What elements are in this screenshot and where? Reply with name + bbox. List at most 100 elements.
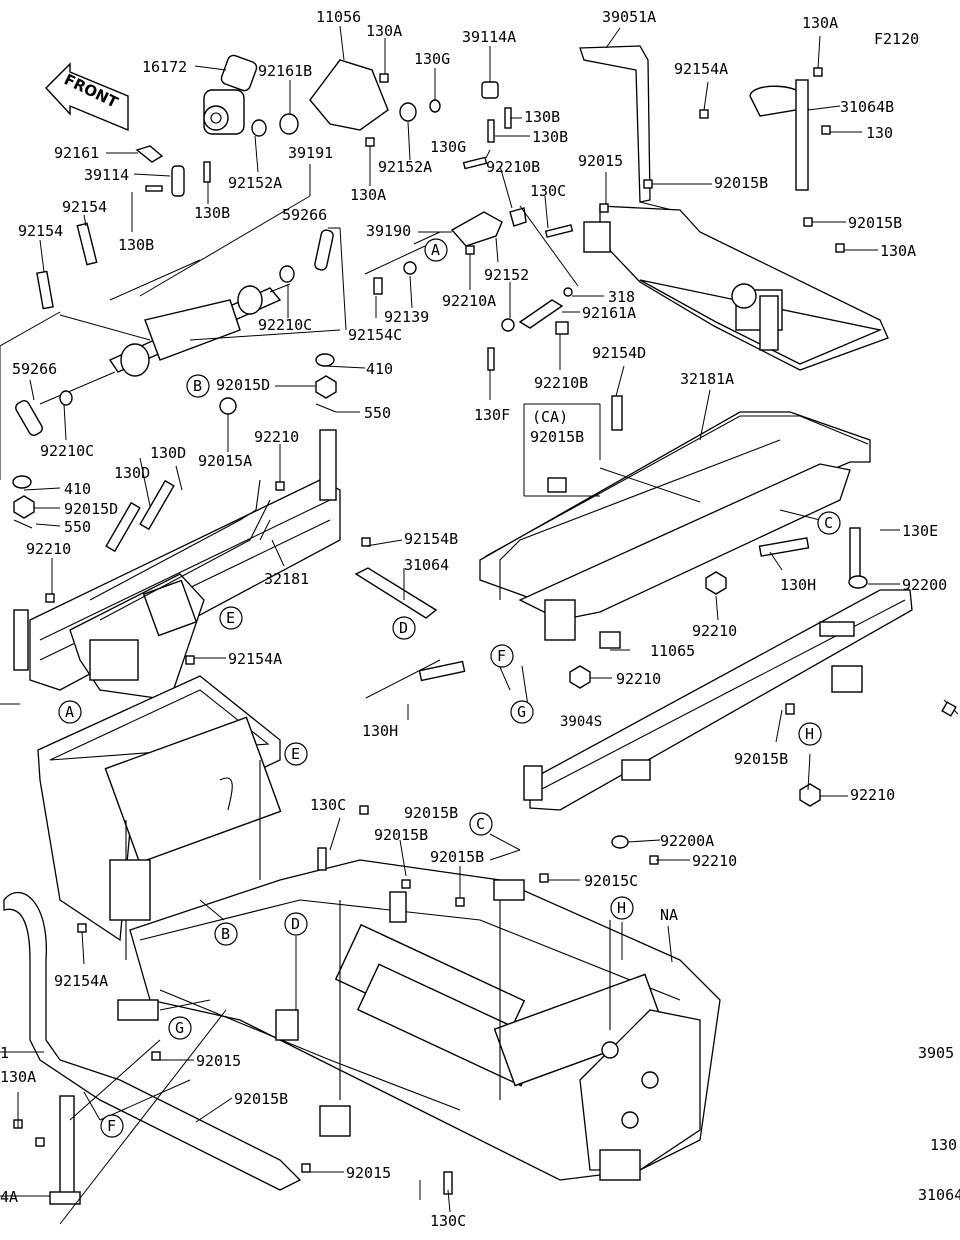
label-92210C-2: 92210C — [40, 442, 94, 460]
ref-F-lower: F — [100, 1114, 124, 1138]
ref-A-upper: A — [424, 238, 448, 262]
label-92152A-2: 92152A — [228, 174, 282, 192]
ref-B-upper: B — [186, 374, 210, 398]
label-CA: (CA) — [532, 408, 568, 426]
label-92210-4: 92210 — [616, 670, 661, 688]
label-39114: 39114 — [84, 166, 129, 184]
ref-A-lower: A — [58, 700, 82, 724]
label-92015B-3: 92015B — [530, 428, 584, 446]
label-31064: 31064 — [404, 556, 449, 574]
label-92015B-1: 92015B — [714, 174, 768, 192]
label-92200A: 92200A — [660, 832, 714, 850]
label-NA: NA — [660, 906, 678, 924]
label-31064-2: 31064 — [918, 1186, 960, 1204]
label-92210-6: 92210 — [692, 852, 737, 870]
label-59266-2: 59266 — [12, 360, 57, 378]
main-frame — [129, 805, 721, 1195]
svg-text:B: B — [193, 377, 202, 395]
label-130H-2: 130H — [362, 722, 398, 740]
svg-text:E: E — [226, 609, 235, 627]
label-130C-3: 130C — [430, 1212, 466, 1230]
label-92015D-1: 92015D — [216, 376, 270, 394]
label-92015A: 92015A — [198, 452, 252, 470]
ref-C-right: C — [817, 511, 841, 535]
label-92210C-1: 92210C — [258, 316, 312, 334]
front-frame-assembly — [37, 675, 282, 960]
label-32181: 32181 — [264, 570, 309, 588]
label-92015B-5: 92015B — [404, 804, 458, 822]
label-130G-2: 130G — [430, 138, 466, 156]
label-318: 318 — [608, 288, 635, 306]
ref-G-upper: G — [510, 700, 534, 724]
label-3904S: 3904S — [560, 714, 602, 730]
label-16172: 16172 — [142, 58, 187, 76]
label-92161B: 92161B — [258, 62, 312, 80]
svg-text:D: D — [399, 619, 408, 637]
svg-text:D: D — [291, 915, 300, 933]
label-92015D-2: 92015D — [64, 500, 118, 518]
label-92154C: 92154C — [348, 326, 402, 344]
label-130B-1: 130B — [524, 108, 560, 126]
label-130B-4: 130B — [118, 236, 154, 254]
label-130D-1: 130D — [150, 444, 186, 462]
svg-text:H: H — [617, 899, 626, 917]
label-130-2: 130 — [930, 1136, 957, 1154]
figure-code: F2120 — [874, 30, 919, 48]
svg-text:B: B — [221, 925, 230, 943]
rear-frame-32181A — [418, 395, 871, 689]
bracket-31064 — [354, 537, 438, 619]
label-130H-1: 130H — [780, 576, 816, 594]
label-92210B-1: 92210B — [486, 158, 540, 176]
label-92015-2: 92015 — [196, 1052, 241, 1070]
svg-text:F: F — [497, 647, 506, 665]
ref-C-lower: C — [469, 812, 493, 836]
label-39191: 39191 — [288, 144, 333, 162]
label-130G-1: 130G — [414, 50, 450, 68]
label-550-2: 550 — [64, 518, 91, 536]
label-130: 130 — [866, 124, 893, 142]
label-92210B-2: 92210B — [534, 374, 588, 392]
label-130A-5: 130A — [0, 1068, 36, 1086]
label-39051A: 39051A — [602, 8, 656, 26]
part-labels: F2120 11056 130A 39114A 39051A 130A 1617… — [0, 8, 960, 1230]
label-130F: 130F — [474, 406, 510, 424]
label-92154A-3: 92154A — [54, 972, 108, 990]
ref-H-upper: H — [798, 722, 822, 746]
label-92015B-4: 92015B — [734, 750, 788, 768]
label-92139: 92139 — [384, 308, 429, 326]
lower-left-frame — [3, 891, 351, 1205]
leader-lines — [0, 25, 959, 1225]
label-92154A-1: 92154A — [674, 60, 728, 78]
label-1: 1 — [0, 1044, 9, 1062]
label-92152A-1: 92152A — [378, 158, 432, 176]
label-59266-1: 59266 — [282, 206, 327, 224]
label-92154D: 92154D — [592, 344, 646, 362]
stray-marker — [941, 701, 957, 717]
label-130A-3: 130A — [350, 186, 386, 204]
svg-text:A: A — [431, 241, 440, 259]
svg-text:C: C — [824, 514, 833, 532]
label-92015B-7: 92015B — [430, 848, 484, 866]
ref-E-lower: E — [284, 742, 308, 766]
label-31064B: 31064B — [840, 98, 894, 116]
label-92015B-8: 92015B — [234, 1090, 288, 1108]
label-32181A: 32181A — [680, 370, 734, 388]
ref-D-upper: D — [392, 616, 416, 640]
label-4A: 4A — [0, 1188, 18, 1206]
label-92152: 92152 — [484, 266, 529, 284]
label-3905: 3905 — [918, 1044, 954, 1062]
label-92015B-6: 92015B — [374, 826, 428, 844]
label-92161A: 92161A — [582, 304, 636, 322]
label-130E: 130E — [902, 522, 938, 540]
svg-text:F: F — [107, 1117, 116, 1135]
svg-text:G: G — [517, 703, 526, 721]
svg-text:A: A — [65, 703, 74, 721]
label-92210-3: 92210 — [692, 622, 737, 640]
label-130C-2: 130C — [310, 796, 346, 814]
label-92015B-2: 92015B — [848, 214, 902, 232]
label-410-1: 410 — [366, 360, 393, 378]
label-92200: 92200 — [902, 576, 947, 594]
steering-assembly — [12, 54, 574, 529]
reference-markers: A B C D E F G A H E C H D B G F — [58, 238, 841, 1138]
ref-E-upper: E — [219, 606, 243, 630]
